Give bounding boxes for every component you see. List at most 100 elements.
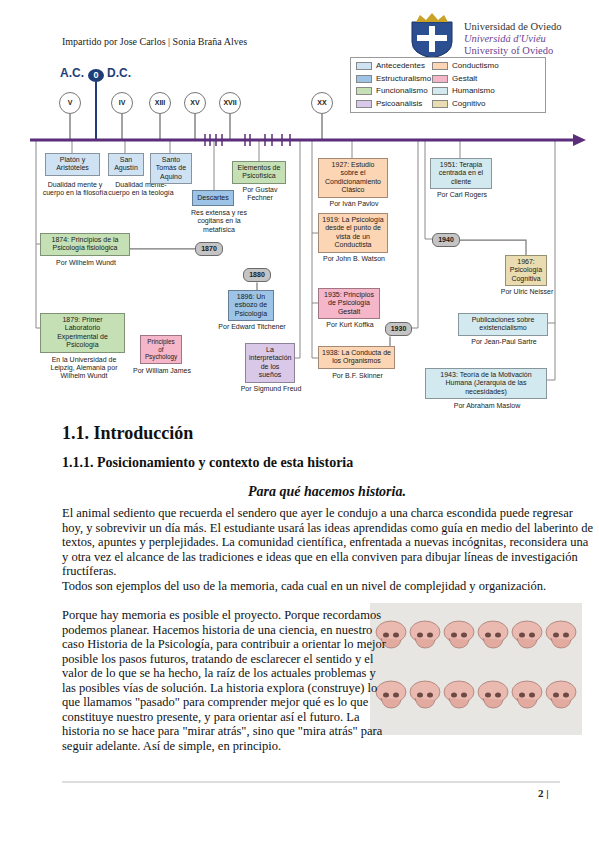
box-label: V bbox=[60, 93, 80, 112]
box-label: 1943: Teoría de la Motivación Humana (Je… bbox=[429, 371, 543, 396]
year-tag: 1880 bbox=[243, 268, 271, 282]
box-label: 1951: Terapia centrada en el cliente bbox=[434, 161, 488, 186]
century-circle: XIII bbox=[149, 92, 171, 114]
box-caption: Por Jean-Paul Sartre bbox=[464, 338, 544, 346]
box-caption: Por William James bbox=[132, 367, 192, 375]
legend-text: Estructuralismo bbox=[376, 74, 431, 84]
subsection-heading: 1.1.1. Posicionamiento y contexto de est… bbox=[62, 455, 353, 471]
body-paragraph: Porque hay memoria es posible el proyect… bbox=[62, 608, 392, 753]
century-circle: IV bbox=[111, 92, 133, 114]
century-circle: V bbox=[59, 92, 81, 114]
era-marker: 0 bbox=[88, 69, 104, 82]
box-caption: Por Kurt Koffka bbox=[319, 321, 381, 329]
legend-swatch bbox=[356, 75, 372, 83]
header-text: Impartido por Jose Carlos | Sonia Braña … bbox=[62, 36, 382, 48]
legend-swatch bbox=[356, 100, 372, 108]
event-box: Santo Tomás de Aquino bbox=[150, 153, 192, 184]
box-label: Descartes bbox=[196, 194, 230, 202]
box-caption: Dualidad mente y cuerpo en la filosofía bbox=[41, 181, 109, 198]
event-box: 1967: Psicología CognitivaPor Ulric Neis… bbox=[505, 255, 547, 286]
event-box: 1938: La Conducta de los OrganismosPor B… bbox=[318, 346, 395, 369]
box-caption: Por B.F. Skinner bbox=[319, 372, 396, 380]
box-label: 1896: Un esbozo de Psicología bbox=[232, 293, 270, 318]
event-box: 1879: Primer Laboratorio Experimental de… bbox=[40, 313, 125, 353]
box-label: La interpretación de los sueños bbox=[249, 346, 291, 380]
event-box: Elementos de PsicofísicaPor Gustav Fechn… bbox=[232, 161, 286, 184]
body-paragraph: El animal sediento que recuerda el sende… bbox=[62, 506, 594, 579]
logo-text: Universidad de Oviedo bbox=[464, 21, 592, 33]
legend-text: Humanismo bbox=[452, 86, 495, 96]
legend-text: Conductismo bbox=[452, 61, 499, 71]
legend-swatch bbox=[432, 87, 448, 95]
box-caption: En la Universidad de Leipzig, Alemania p… bbox=[49, 356, 119, 381]
box-label: XX bbox=[312, 93, 332, 112]
century-circle: XX bbox=[311, 92, 333, 114]
legend-swatch bbox=[432, 62, 448, 70]
legend-text: Cognitivo bbox=[452, 99, 485, 109]
box-caption: Por Gustav Fechner bbox=[229, 186, 291, 203]
legend-text: Psicoanálisis bbox=[376, 99, 422, 109]
box-label: Platón y Aristóteles bbox=[49, 156, 96, 173]
box-label: XVII bbox=[220, 93, 240, 112]
era-label: A.C. bbox=[60, 67, 84, 81]
event-box: Publicaciones sobre existencialismoPor J… bbox=[458, 313, 548, 336]
box-caption: Por John B. Watson bbox=[319, 255, 389, 263]
era-label: D.C. bbox=[107, 67, 131, 81]
box-label: 1940 bbox=[435, 236, 457, 244]
logo-text: University of Oviedo bbox=[464, 45, 592, 57]
event-box: 1943: Teoría de la Motivación Humana (Je… bbox=[425, 368, 547, 399]
event-box: 1896: Un esbozo de PsicologíaPor Edward … bbox=[228, 290, 274, 321]
century-circle: XV bbox=[184, 92, 206, 114]
section-heading: 1.1. Introducción bbox=[62, 423, 193, 444]
box-label: 1919: La Psicología desde el punto de vi… bbox=[322, 216, 384, 250]
box-label: 1930 bbox=[388, 325, 409, 333]
event-box: Principles of PsychologyPor William Jame… bbox=[140, 335, 182, 364]
box-label: San Agustín bbox=[112, 156, 140, 173]
box-label: XV bbox=[185, 93, 205, 112]
box-label: 1870 bbox=[198, 245, 220, 253]
event-box: 1935: Principios de Psicología GestaltPo… bbox=[318, 288, 380, 319]
legend-swatch bbox=[432, 100, 448, 108]
box-label: 0 bbox=[88, 69, 104, 82]
event-box: 1927: Estudio sobre el Condicionamiento … bbox=[318, 158, 388, 198]
year-tag: 1870 bbox=[195, 242, 223, 256]
connector bbox=[460, 240, 526, 255]
year-tag: 1940 bbox=[432, 233, 460, 247]
centered-heading: Para qué hacemos historia. bbox=[62, 484, 592, 500]
event-box: 1874: Principios de la Psicología fisiol… bbox=[40, 233, 130, 256]
box-label: 1880 bbox=[246, 271, 268, 279]
legend-text: Antecedentes bbox=[376, 61, 425, 71]
university-crest bbox=[412, 13, 452, 58]
box-label: Publicaciones sobre existencialismo bbox=[462, 316, 544, 333]
box-label: XIII bbox=[150, 93, 170, 112]
legend-text: Gestalt bbox=[452, 74, 477, 84]
century-circle: XVII bbox=[219, 92, 241, 114]
connector bbox=[256, 282, 257, 290]
box-caption: Res extensa y res cogitans en la metafís… bbox=[183, 209, 255, 234]
event-box: San AgustínDualidad mente-cuerpo en la t… bbox=[108, 153, 144, 176]
box-label: Principles of Psychology bbox=[144, 338, 178, 361]
body-paragraph: Todos son ejemplos del uso de la memoria… bbox=[62, 579, 594, 594]
box-caption: Por Iván Pavlov bbox=[319, 200, 389, 208]
box-caption: Por Abraham Maslow bbox=[426, 402, 548, 410]
legend-text: Funcionalismo bbox=[376, 86, 428, 96]
box-caption: Por Ulric Neisser bbox=[499, 288, 555, 296]
connector bbox=[389, 336, 390, 346]
event-box: 1951: Terapia centrada en el clientePor … bbox=[430, 158, 492, 189]
box-caption: Por Edward Titchener bbox=[217, 323, 287, 331]
box-label: 1927: Estudio sobre el Condicionamiento … bbox=[322, 161, 384, 195]
box-label: 1938: La Conducta de los Organismos bbox=[322, 349, 391, 366]
box-label: 1874: Principios de la Psicología fisiol… bbox=[44, 236, 126, 253]
box-label: 1967: Psicología Cognitiva bbox=[509, 258, 543, 283]
box-caption: Por Carl Rogers bbox=[431, 191, 493, 199]
event-box: Platón y AristótelesDualidad mente y cue… bbox=[45, 153, 100, 176]
box-caption: Por Sigmund Freud bbox=[240, 385, 302, 393]
legend-swatch bbox=[356, 62, 372, 70]
box-label: Elementos de Psicofísica bbox=[236, 164, 282, 181]
logo-text: Universidá d'Uviéu bbox=[464, 33, 592, 45]
box-label: Santo Tomás de Aquino bbox=[154, 156, 188, 181]
box-caption: Por Wilhelm Wundt bbox=[51, 259, 121, 267]
box-label: 1879: Primer Laboratorio Experimental de… bbox=[44, 316, 121, 350]
event-box: DescartesRes extensa y res cogitans en l… bbox=[192, 190, 234, 206]
